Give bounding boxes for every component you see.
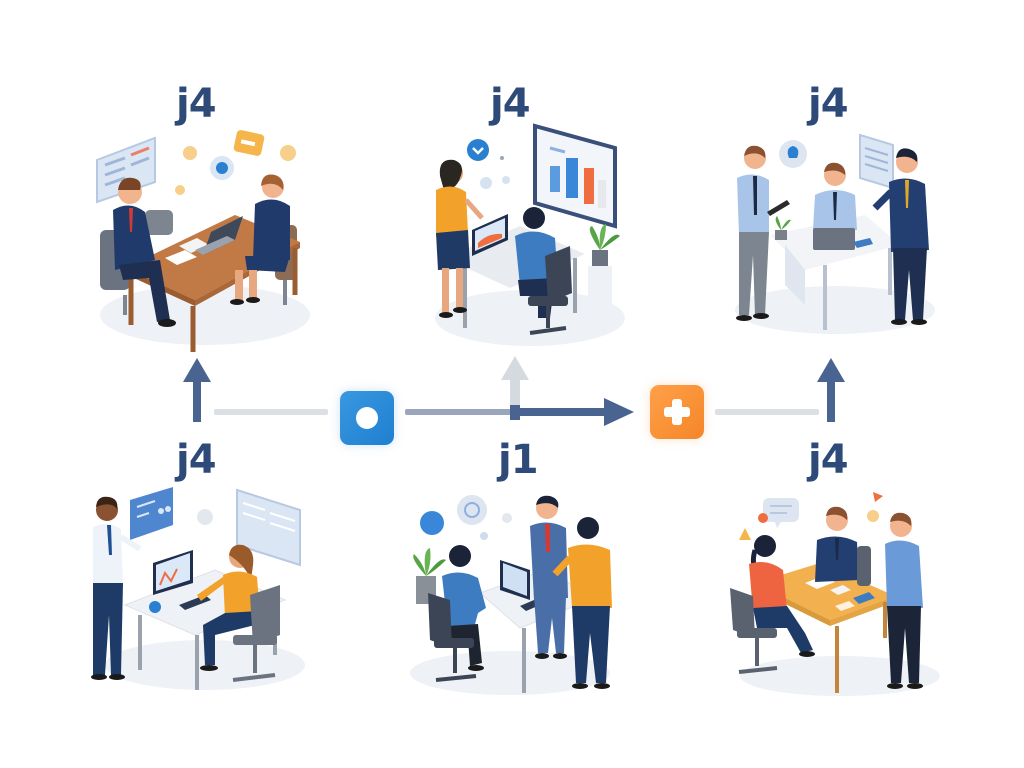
plus-icon: [664, 399, 690, 425]
chat-bubble-icon: [420, 511, 444, 535]
label-bottom-right: j4: [808, 437, 849, 483]
arrow-right-icon: [518, 398, 634, 426]
scene-bottom-right: [725, 488, 950, 698]
arrow-up-icon: [817, 358, 845, 422]
support-icon: [457, 495, 487, 525]
dot-icon: [183, 146, 197, 160]
arrow-up-icon: [183, 358, 211, 422]
label-top-left: j4: [176, 81, 217, 127]
chevron-down-badge-icon: [467, 139, 489, 161]
chat-panel-icon: [130, 487, 173, 540]
scene-top-right: [725, 130, 950, 335]
connector-line: [715, 409, 819, 415]
document-panel-icon: [859, 133, 894, 190]
label-bottom-center: j1: [498, 437, 539, 483]
label-bottom-left: j4: [176, 437, 217, 483]
plant-icon: [588, 224, 620, 308]
chat-bubble-icon: [763, 498, 799, 528]
connector-junction: [510, 405, 520, 420]
dot-icon: [280, 145, 296, 161]
document-panel-icon: [236, 488, 301, 567]
scene-bottom-left: [85, 485, 310, 695]
connector-line: [214, 409, 328, 415]
label-top-right: j4: [808, 81, 849, 127]
scene-top-center: [410, 118, 640, 353]
arrow-up-icon: [501, 356, 529, 410]
circle-icon: [356, 407, 378, 429]
node-plus[interactable]: [650, 385, 704, 439]
label-top-center: j4: [490, 81, 531, 127]
connector-line: [405, 409, 511, 415]
scene-bottom-center: [400, 488, 625, 698]
node-circle[interactable]: [340, 391, 394, 445]
chart-display-icon: [533, 123, 617, 229]
scene-top-left: [85, 120, 325, 355]
